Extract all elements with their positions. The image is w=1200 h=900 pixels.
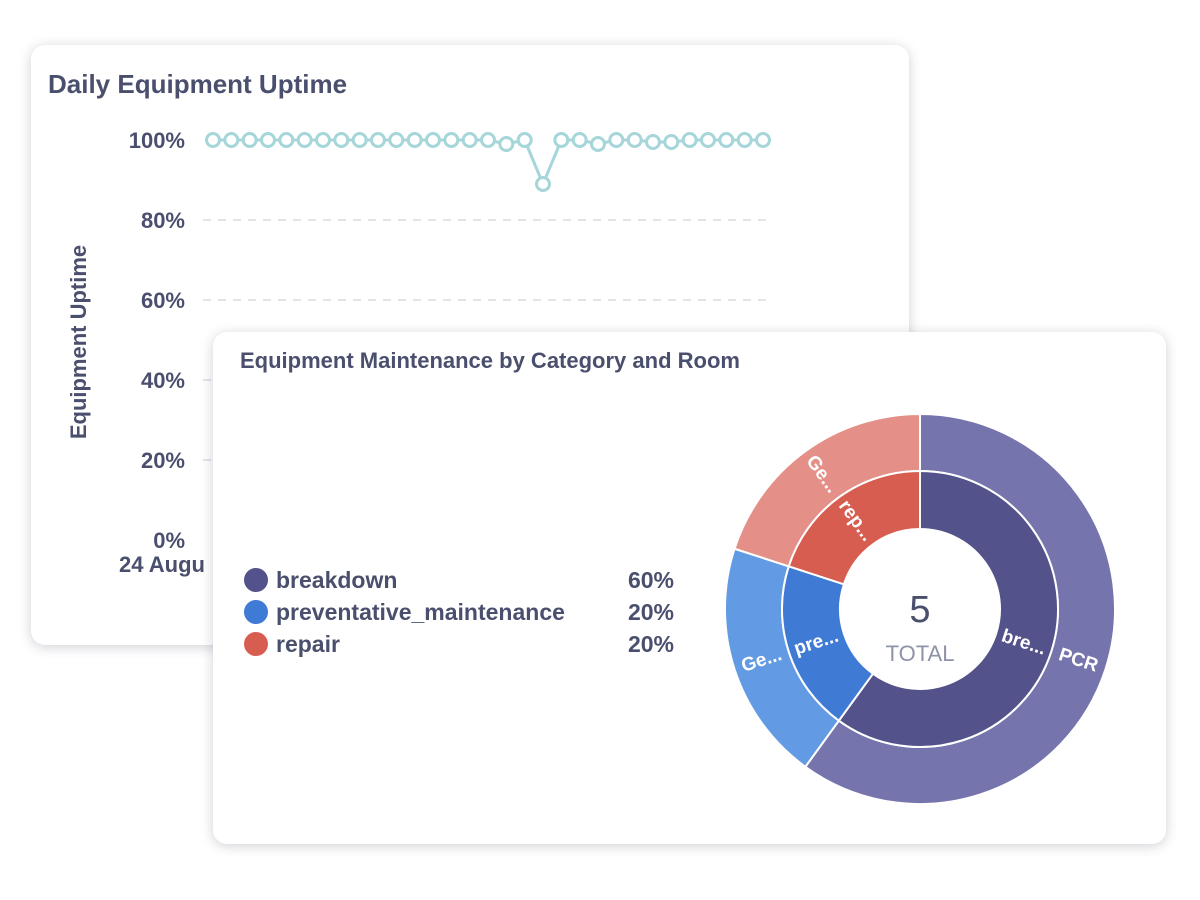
data-point[interactable] (333, 132, 350, 148)
y-tick-label: 80% (141, 208, 185, 233)
data-point[interactable] (590, 136, 606, 152)
maintenance-chart-title: Equipment Maintenance by Category and Ro… (240, 348, 740, 373)
data-point[interactable] (608, 132, 625, 148)
legend-percent: 60% (627, 567, 674, 593)
legend-label: preventative_maintenance (276, 599, 565, 625)
data-point[interactable] (645, 134, 661, 150)
legend-color-dot (244, 632, 268, 656)
data-point[interactable] (205, 132, 221, 148)
data-point[interactable] (681, 132, 698, 148)
data-point[interactable] (241, 132, 258, 148)
data-point[interactable] (480, 132, 496, 148)
uptime-line-chart: 100% 80% 60% 40% 20% 0% Equipment Uptime 24 Aug… (66, 128, 771, 577)
data-point[interactable] (626, 132, 643, 148)
total-label: TOTAL (886, 641, 955, 666)
data-point[interactable] (370, 132, 386, 148)
data-point[interactable] (755, 132, 771, 148)
legend-label: repair (276, 631, 340, 657)
data-point[interactable] (296, 132, 313, 148)
y-tick-label: 20% (141, 448, 185, 473)
data-point[interactable] (315, 132, 331, 148)
maintenance-card: Equipment Maintenance by Category and Ro… (213, 332, 1166, 844)
inner-ring-segment[interactable] (787, 469, 921, 586)
data-point[interactable] (700, 132, 716, 148)
data-point[interactable] (663, 134, 680, 150)
x-tick-label: 24 Augu (119, 552, 205, 577)
legend-item[interactable]: breakdown 60% (244, 564, 674, 596)
y-axis-label: Equipment Uptime (66, 245, 91, 439)
data-point[interactable] (443, 132, 460, 148)
legend-percent: 20% (627, 599, 674, 625)
data-point[interactable] (351, 132, 368, 148)
legend-percent: 20% (627, 631, 674, 657)
data-point[interactable] (516, 132, 533, 148)
total-value: 5 (909, 589, 930, 631)
legend-label: breakdown (276, 567, 398, 593)
legend-color-dot (244, 600, 268, 624)
data-point[interactable] (388, 132, 405, 148)
legend-item[interactable]: preventative_maintenance 20% (244, 596, 674, 628)
data-point[interactable] (278, 132, 295, 148)
data-point[interactable] (553, 132, 570, 148)
data-point[interactable] (260, 132, 276, 148)
inner-ring-segment[interactable] (837, 469, 1059, 748)
data-point[interactable] (535, 176, 551, 192)
data-point[interactable] (718, 132, 735, 148)
legend-item[interactable]: repair 20% (244, 628, 674, 660)
data-point[interactable] (571, 132, 588, 148)
y-tick-label: 100% (129, 128, 185, 153)
data-point[interactable] (736, 132, 753, 148)
data-point[interactable] (461, 132, 478, 148)
uptime-chart-title: Daily Equipment Uptime (48, 69, 348, 99)
y-tick-label: 60% (141, 288, 185, 313)
y-tick-label: 0% (153, 528, 185, 553)
legend-color-dot (244, 568, 268, 592)
data-point[interactable] (425, 132, 441, 148)
data-point[interactable] (498, 136, 515, 152)
data-point[interactable] (223, 132, 240, 148)
y-tick-label: 40% (141, 368, 185, 393)
data-point[interactable] (406, 132, 423, 148)
